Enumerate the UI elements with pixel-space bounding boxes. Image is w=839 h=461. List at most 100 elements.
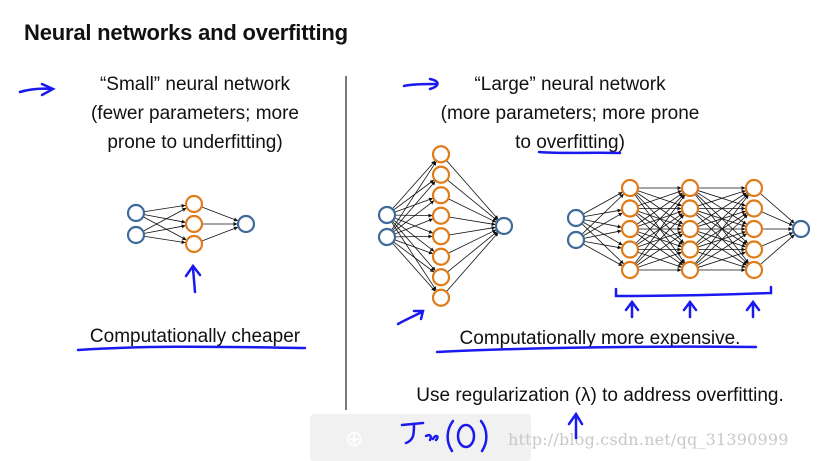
connection-edge (391, 220, 436, 271)
heading-line: prone to underfitting) (107, 132, 283, 153)
watermark-url: http://blog.csdn.net/qq_31390999 (508, 430, 789, 449)
hidden-node (184, 234, 204, 254)
connection-edge (582, 212, 623, 237)
connection-edge (446, 231, 498, 273)
connection-edge (582, 192, 623, 215)
hidden-node (680, 240, 700, 259)
heading-line: (more parameters; more prone (440, 103, 700, 124)
connection-edge (392, 160, 436, 210)
slide-title: Neural networks and overfitting (24, 20, 348, 45)
hidden-layer-arrow (184, 263, 202, 294)
input-node (566, 230, 586, 250)
connection-edge (582, 243, 623, 266)
small-network-heading: “Small” neural network (fewer parameters… (40, 70, 350, 157)
connection-edge (637, 251, 682, 268)
input-node (126, 225, 146, 245)
cheaper-underline (76, 345, 307, 352)
connection-edge (636, 233, 683, 266)
connection-edge (394, 234, 433, 239)
heading-line: “Small” neural network (99, 74, 291, 95)
heading-line: “Large” neural network (474, 74, 666, 95)
hidden-node (431, 165, 451, 184)
connection-edge (583, 208, 622, 218)
connection-edge (143, 235, 186, 245)
regularization-note: Use regularization (λ) to address overfi… (416, 385, 784, 406)
connection-edge (393, 241, 435, 273)
expensive-underline (435, 345, 758, 354)
connection-edge (635, 214, 685, 265)
connection-edge (761, 232, 794, 247)
cost-paren-right (479, 419, 488, 453)
connection-edge (445, 232, 499, 293)
hidden-node (431, 288, 451, 307)
connection-edge (448, 216, 496, 226)
connection-edge (583, 240, 622, 250)
output-node (791, 219, 811, 239)
connection-edge (635, 194, 685, 245)
connection-edge (143, 224, 186, 234)
connection-edge (696, 233, 747, 267)
connection-edge (143, 214, 186, 224)
connection-edge (583, 219, 622, 229)
connection-edge (759, 234, 795, 266)
input-node (377, 227, 397, 247)
connection-edge (448, 198, 497, 223)
connection-edge (637, 190, 682, 207)
connection-edge (582, 221, 623, 246)
connection-edge (694, 194, 749, 264)
hidden-node (680, 219, 700, 239)
wide-net-arrow (396, 309, 425, 326)
wide-network (377, 145, 514, 307)
input-node (566, 208, 586, 228)
connection-edge (697, 189, 746, 207)
hidden-node (620, 178, 640, 198)
small-network-caption: Computationally cheaper (89, 326, 301, 347)
connection-edge (394, 218, 433, 235)
hidden-node (680, 178, 700, 198)
connection-edge (696, 192, 747, 226)
hidden-node (431, 206, 451, 225)
connection-edge (759, 192, 795, 224)
output-node (494, 216, 514, 236)
connection-edge (391, 221, 437, 291)
cost-theta (456, 423, 476, 449)
hidden-node (680, 199, 700, 218)
connection-edge (581, 193, 624, 235)
hidden-node (431, 227, 451, 246)
pointer-arrow-large (402, 77, 439, 91)
hidden-node (620, 260, 640, 280)
connection-edge (448, 226, 496, 236)
connection-edge (695, 193, 748, 245)
hidden-node (431, 186, 451, 205)
hidden-node (744, 199, 764, 218)
layer-arrow-3 (745, 299, 761, 319)
heading-line: to overfitting) (515, 132, 625, 153)
connection-edge (201, 206, 238, 222)
connection-edge (634, 194, 686, 264)
hidden-node (620, 219, 640, 239)
pointer-arrow-small (18, 82, 56, 97)
connection-edge (394, 239, 433, 255)
connection-edge (391, 181, 436, 232)
connection-edge (761, 211, 794, 226)
cost-paren-left (446, 419, 455, 453)
handwritten-annotations (18, 77, 773, 453)
image-toolbar-overlay (310, 414, 531, 461)
output-node (236, 214, 256, 234)
connection-edge (393, 219, 435, 252)
connection-edge (583, 229, 622, 239)
layer-arrow-1 (624, 299, 640, 319)
deep-network (566, 178, 811, 280)
connection-edge (636, 192, 683, 225)
large-network-heading: “Large” neural network (more parameters;… (400, 70, 740, 157)
connection-edge (695, 214, 748, 265)
hidden-node (431, 145, 451, 164)
large-network-caption: Computationally more expensive. (459, 328, 741, 349)
connection-edge (448, 229, 497, 254)
overfitting-underline (537, 150, 622, 155)
cost-j-glyph (400, 421, 439, 445)
zoom-in-icon[interactable]: ⊕ (345, 427, 364, 452)
connection-edge (446, 179, 498, 221)
connection-edge (143, 203, 186, 213)
